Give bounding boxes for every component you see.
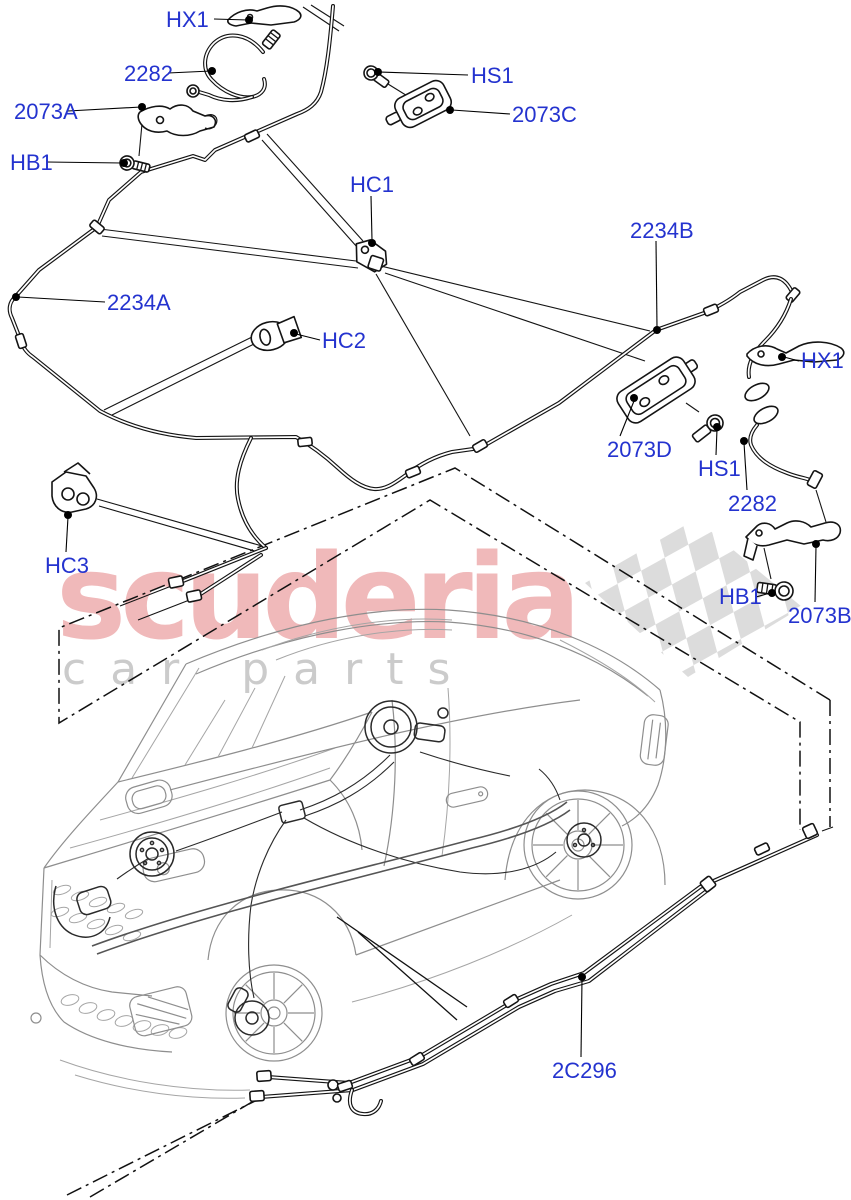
pipe-clips <box>14 129 771 1093</box>
part-label-hc1[interactable]: HC1 <box>350 172 395 197</box>
part-label-hx1-top[interactable]: HX1 <box>166 7 209 32</box>
brake-hose-2282-left <box>186 29 281 103</box>
part-label-hb1-left[interactable]: HB1 <box>10 150 53 175</box>
door-handle <box>445 786 489 808</box>
part-label-hb1-right[interactable]: HB1 <box>719 584 762 609</box>
clamp-hc3 <box>51 462 98 514</box>
leader-lines <box>12 16 820 1058</box>
brake-pipe-2c296 <box>249 822 834 1117</box>
vehicle-illustration <box>30 608 669 1099</box>
taillight <box>639 714 669 766</box>
brake-pipe-2234a-2234b <box>7 4 801 621</box>
part-label-hs1-right[interactable]: HS1 <box>698 456 741 481</box>
watermark-tagline-text: car parts <box>62 644 474 695</box>
bolt-hb1-left <box>119 155 151 173</box>
part-label-2282-left[interactable]: 2282 <box>124 61 173 86</box>
part-label-hx1-right[interactable]: HX1 <box>801 348 844 373</box>
watermark-checkered-flag <box>585 519 802 677</box>
bracket-2073c <box>385 79 453 129</box>
front-brake-caliper <box>76 885 112 916</box>
part-label-2073a[interactable]: 2073A <box>14 99 78 124</box>
part-label-2282-right[interactable]: 2282 <box>728 491 777 516</box>
part-label-2073c[interactable]: 2073C <box>512 102 577 127</box>
front-wheel-disc <box>227 987 270 1036</box>
locator-lines <box>96 4 772 580</box>
part-label-2073d[interactable]: 2073D <box>607 437 672 462</box>
part-label-hc2[interactable]: HC2 <box>322 328 367 353</box>
front-wheel <box>225 964 323 1062</box>
phantom-plane-lines <box>58 467 831 1198</box>
bracket-2073b <box>743 520 842 561</box>
brake-hose-2282-right <box>744 297 827 523</box>
bolt-hs1-top <box>363 65 390 88</box>
part-label-hs1-top[interactable]: HS1 <box>471 63 514 88</box>
bracket-2073d <box>616 356 699 424</box>
abs-module <box>278 800 306 824</box>
bolt-hs1-right <box>691 414 724 443</box>
watermark: scuderia car parts <box>56 519 802 695</box>
bracket-hx1-top <box>227 5 302 27</box>
part-label-2073b[interactable]: 2073B <box>788 603 851 628</box>
fog-lamp-duct <box>129 986 193 1037</box>
part-label-2234b[interactable]: 2234B <box>630 218 694 243</box>
grommet-hc2 <box>250 315 303 352</box>
bracket-hx1-right <box>746 341 845 367</box>
front-brake-disc <box>129 831 175 877</box>
bracket-2073a <box>137 104 218 137</box>
door-mirror <box>125 779 173 815</box>
brake-booster <box>364 700 449 754</box>
part-label-2234a[interactable]: 2234A <box>107 290 171 315</box>
rear-wheel-disc <box>566 822 602 858</box>
part-label-2c296[interactable]: 2C296 <box>552 1058 617 1083</box>
mounted-brake-system <box>52 700 602 1036</box>
part-label-hc3[interactable]: HC3 <box>45 553 90 578</box>
rear-wheel <box>523 790 633 900</box>
